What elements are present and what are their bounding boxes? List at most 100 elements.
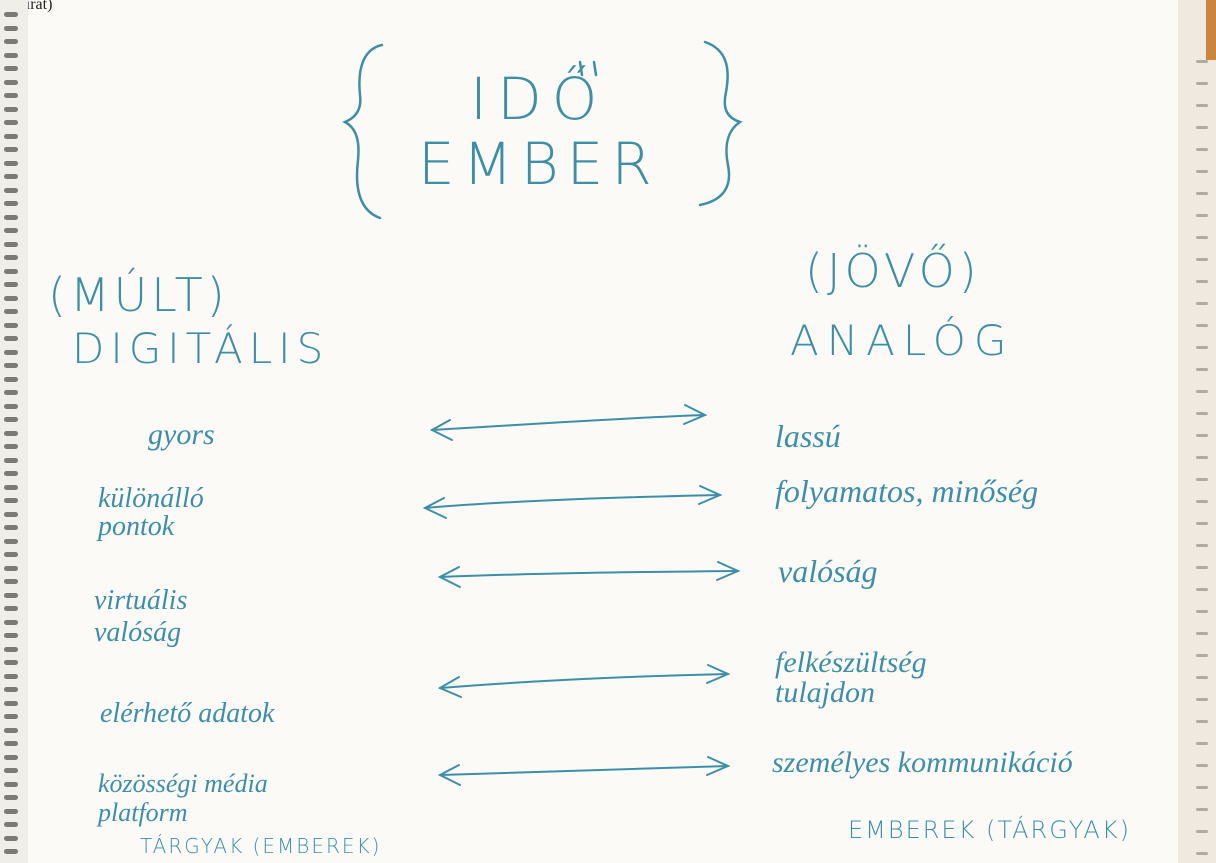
- left-item-1: gyors: [148, 418, 215, 451]
- page-edge-tick: [1196, 676, 1208, 679]
- spiral-ring: [4, 309, 18, 314]
- title-line-1: IDŐ: [470, 65, 608, 133]
- spiral-ring: [4, 646, 18, 652]
- page-edge-tick: [1196, 148, 1208, 151]
- page-edge-tick: [1196, 368, 1208, 371]
- spiral-ring: [4, 322, 18, 328]
- spiral-ring: [4, 12, 18, 17]
- page-edge-tick: [1196, 742, 1208, 745]
- page-edge-tick: [1196, 214, 1208, 217]
- spiral-ring: [4, 228, 18, 233]
- arrow-5: [437, 756, 731, 786]
- spiral-ring: [4, 201, 18, 206]
- arrow-4: [437, 664, 731, 698]
- spiral-ring: [4, 822, 18, 827]
- right-footer: EMBEREK (TÁRGYAK): [848, 816, 1131, 844]
- spiral-ring: [4, 241, 18, 247]
- spiral-ring: [4, 160, 18, 166]
- page-edge-tick: [1196, 544, 1208, 547]
- spiral-ring: [4, 66, 18, 71]
- page-edge-tick: [1196, 764, 1208, 767]
- left-footer: TÁRGYAK (EMBEREK): [140, 834, 382, 858]
- spiral-ring: [4, 727, 18, 733]
- page-edge-tick: [1196, 236, 1208, 239]
- spiral-ring: [4, 444, 18, 449]
- page-edge-tick: [1196, 698, 1208, 701]
- page-edge-tick: [1196, 456, 1208, 459]
- spiral-ring: [4, 120, 18, 125]
- spiral-ring: [4, 849, 18, 854]
- page-edge-tick: [1196, 566, 1208, 569]
- left-item-4: elérhető adatok: [100, 698, 275, 729]
- spiral-ring: [4, 52, 18, 58]
- page-edge-tick: [1196, 500, 1208, 503]
- page-edge-tick: [1196, 170, 1208, 173]
- spiral-ring: [4, 511, 18, 517]
- page-edge-tick: [1196, 192, 1208, 195]
- spiral-ring: [4, 754, 18, 760]
- spiral-ring: [4, 619, 18, 625]
- right-item-4: felkészültség tulajdon: [775, 646, 927, 709]
- right-item-1: lassú: [775, 418, 841, 454]
- page-edge-tick: [1196, 478, 1208, 481]
- spiral-ring: [4, 282, 18, 287]
- spiral-ring: [4, 268, 18, 274]
- spiral-ring: [4, 768, 18, 773]
- spiral-ring: [4, 133, 18, 139]
- spiral-ring: [4, 552, 18, 557]
- spiral-ring: [4, 835, 18, 841]
- spiral-ring: [4, 714, 18, 719]
- page-edge-tick: [1196, 830, 1208, 833]
- right-item-3: valóság: [778, 553, 878, 589]
- spiral-ring: [4, 106, 18, 112]
- spiral-ring: [4, 808, 18, 814]
- page-edge-tick: [1196, 324, 1208, 327]
- spiral-ring: [4, 349, 18, 355]
- page-edge-tick: [1196, 60, 1208, 63]
- spiral-binding-right: [1178, 0, 1216, 863]
- spiral-ring: [4, 781, 18, 787]
- spiral-ring: [4, 39, 18, 44]
- arrow-1: [429, 404, 708, 441]
- spiral-ring: [4, 403, 18, 409]
- spiral-ring: [4, 606, 18, 611]
- right-item-5: személyes kommunikáció: [772, 746, 1073, 779]
- title-line-2: EMBER: [418, 130, 660, 198]
- page-edge-mark: [1206, 0, 1216, 60]
- spiral-ring: [4, 187, 18, 193]
- spiral-ring: [4, 417, 18, 422]
- spiral-ring: [4, 79, 18, 85]
- page-edge-tick: [1196, 632, 1208, 635]
- page-edge-tick: [1196, 786, 1208, 789]
- spiral-ring: [4, 579, 18, 584]
- spiral-ring: [4, 565, 18, 571]
- spiral-ring: [4, 660, 18, 665]
- spiral-ring: [4, 700, 18, 706]
- page-edge-tick: [1196, 104, 1208, 107]
- page-edge-tick: [1196, 720, 1208, 723]
- spiral-binding-left: [0, 0, 28, 863]
- spiral-ring: [4, 376, 18, 382]
- spiral-ring: [4, 363, 18, 368]
- left-item-2: különálló pontok: [98, 483, 204, 542]
- spiral-ring: [4, 525, 18, 530]
- page-edge-tick: [1196, 302, 1208, 305]
- spiral-ring: [4, 673, 18, 679]
- left-item-3: virtuális valóság: [94, 585, 188, 649]
- page-edge-tick: [1196, 610, 1208, 613]
- right-brace: [698, 40, 743, 207]
- spiral-ring: [4, 147, 18, 152]
- page-edge-tick: [1196, 126, 1208, 129]
- page-edge-tick: [1196, 852, 1208, 855]
- page-edge-tick: [1196, 82, 1208, 85]
- spiral-ring: [4, 457, 18, 463]
- page-edge-tick: [1196, 522, 1208, 525]
- page-edge-tick: [1196, 258, 1208, 261]
- right-item-2: folyamatos, minőség: [775, 473, 1039, 509]
- page-edge-tick: [1196, 390, 1208, 393]
- spiral-ring: [4, 214, 18, 220]
- spiral-ring: [4, 390, 18, 395]
- spiral-ring: [4, 336, 18, 341]
- arrow-2: [422, 485, 723, 519]
